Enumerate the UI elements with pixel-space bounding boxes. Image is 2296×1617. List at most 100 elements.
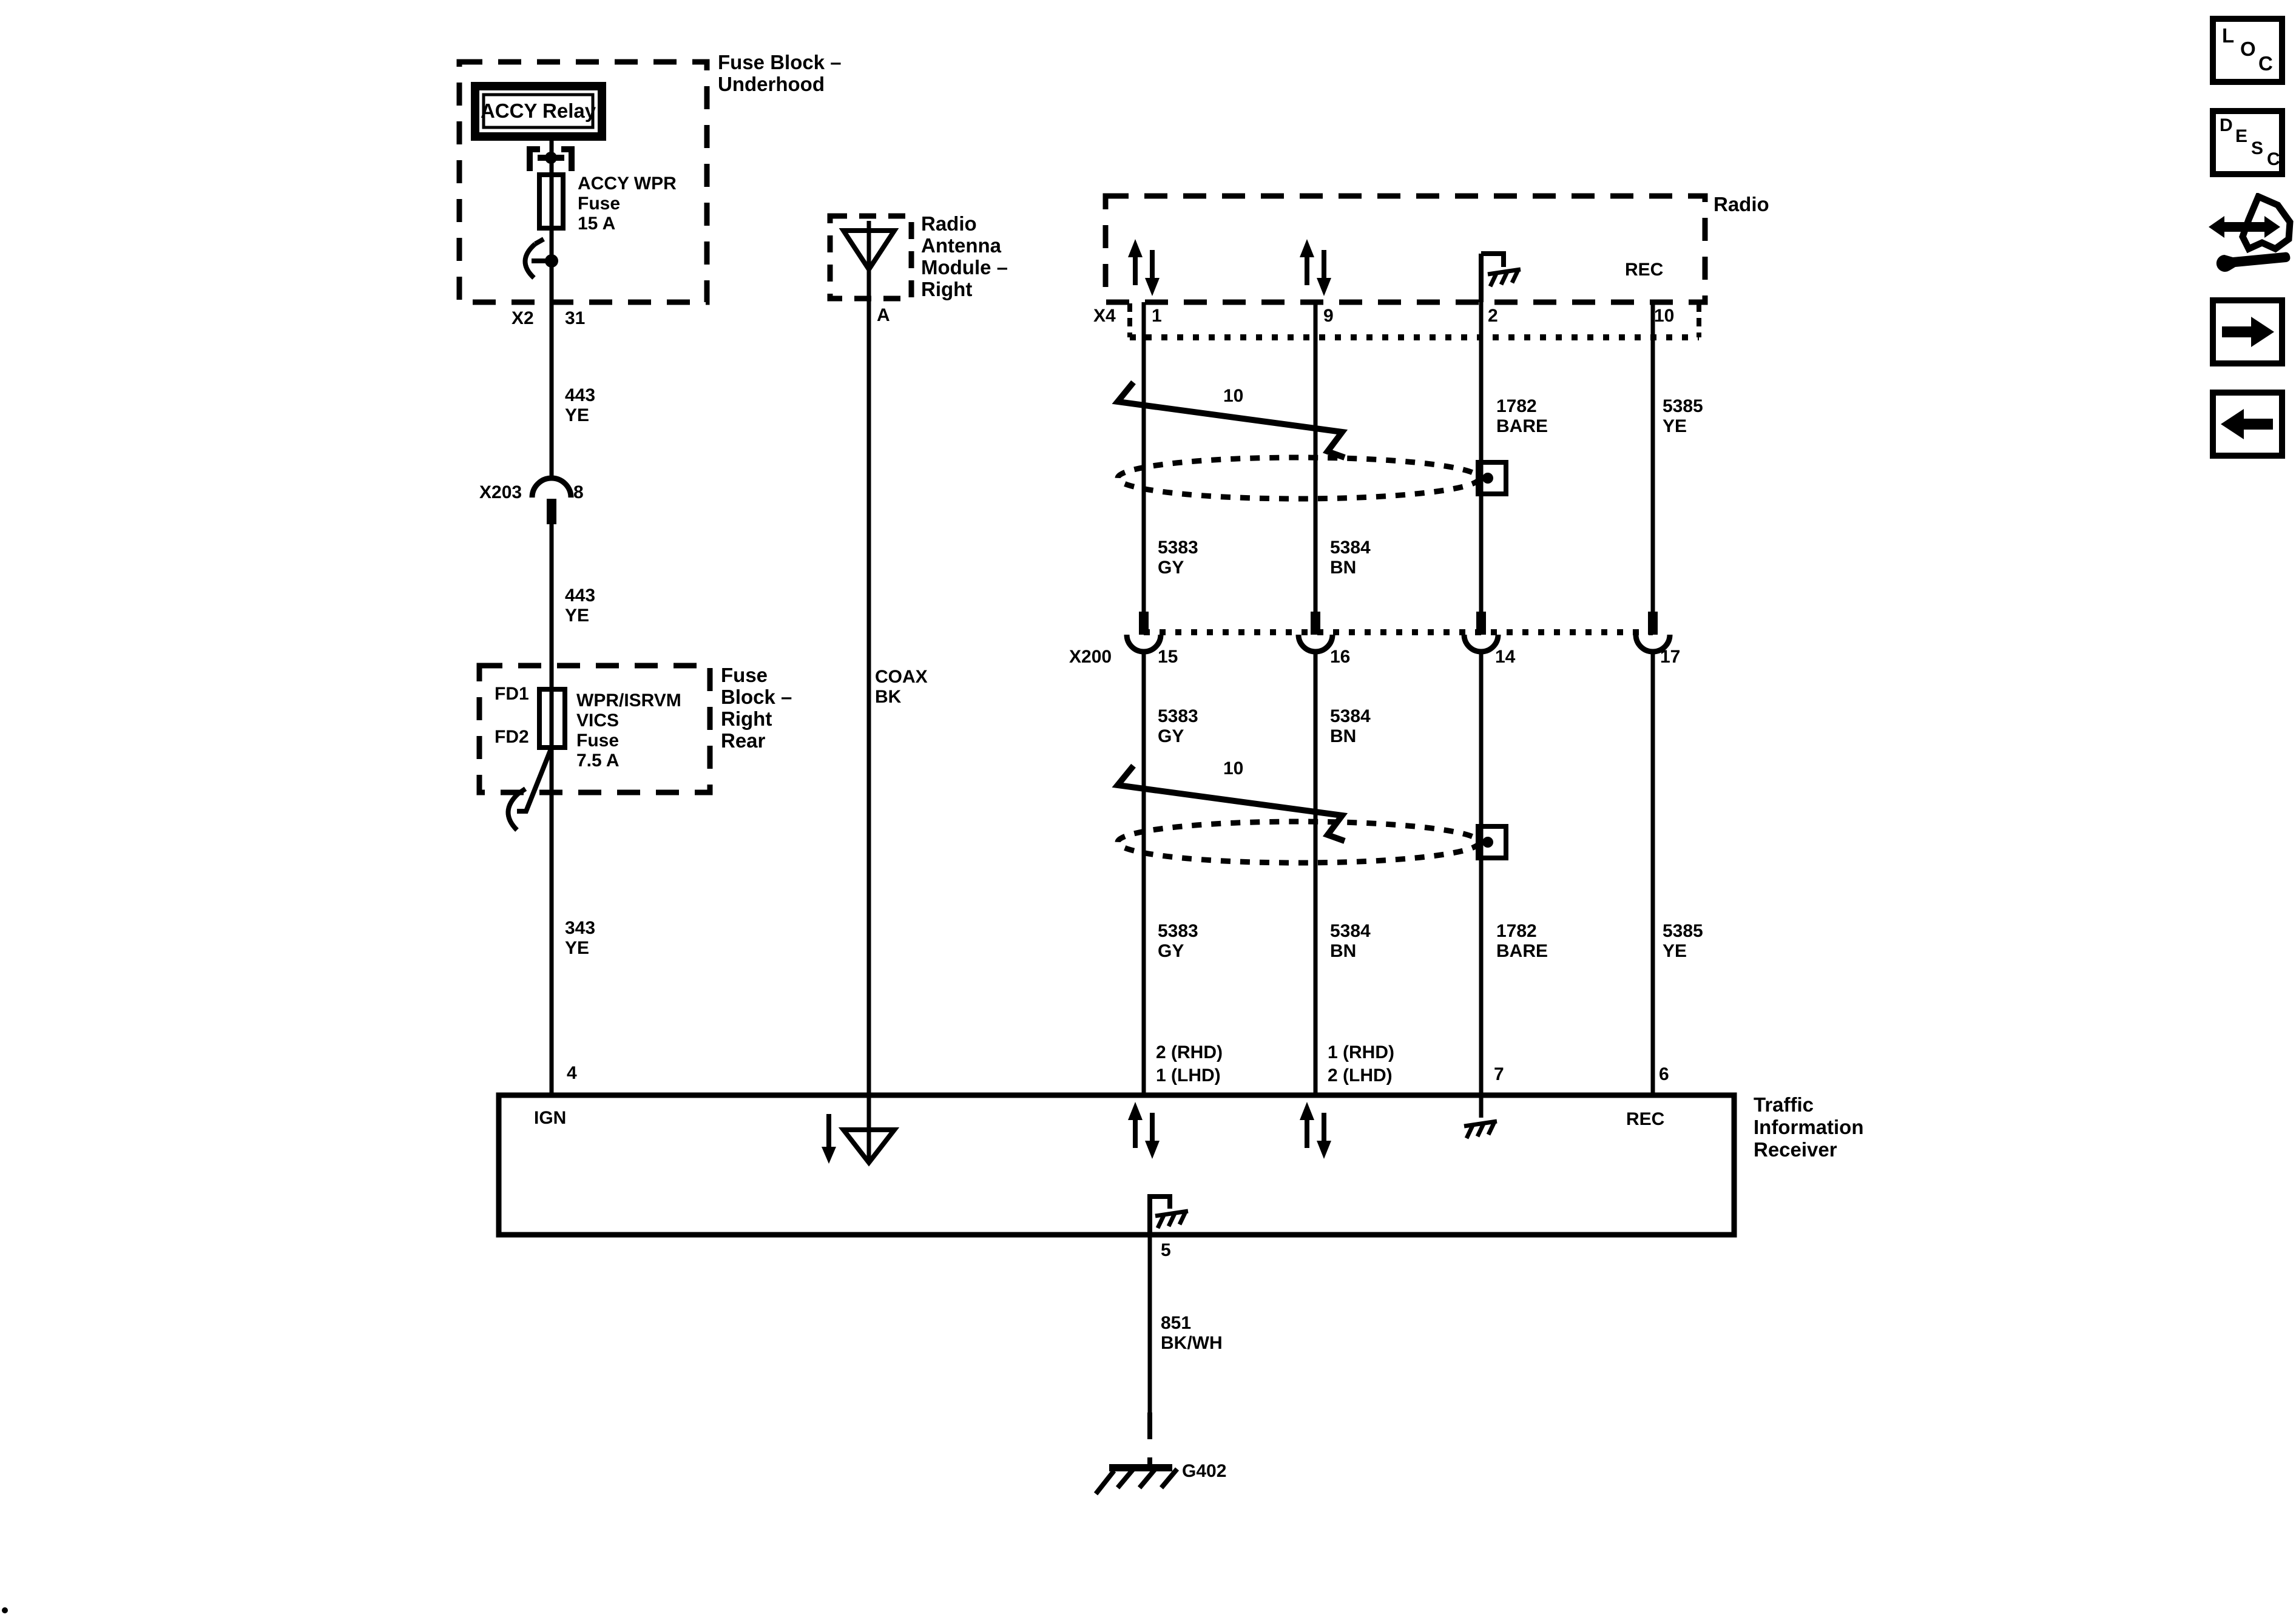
x4-connector-strip [1127,303,1701,340]
tir-rec-label: REC [1626,1109,1665,1129]
radio-pin-label: 2 [1488,306,1498,326]
wire-id-label: 443 [565,586,596,606]
wire-id-label: 1782 [1496,921,1537,941]
wire-color-label: GY [1158,726,1184,746]
tir-pin-label: 2 (RHD) [1156,1042,1223,1062]
switch-symbol-right-rear [505,746,554,832]
tir-pin-label: 2 (LHD) [1328,1065,1393,1085]
loc-letter: L [2222,24,2235,47]
tir-arrowheads [1128,1102,1331,1159]
wire-color-label: BK/WH [1161,1333,1223,1353]
wire-color-label: YE [565,938,590,958]
harness-wires [1141,302,1655,1095]
wire-id-label: 5383 [1158,706,1198,726]
x203-terminal [547,499,556,524]
traffic-information-receiver-box [496,1092,1737,1238]
pin-5-label: 5 [1161,1240,1171,1260]
wire-color-label: BARE [1496,416,1548,436]
fuse-word-label: Fuse [576,731,620,751]
wire-id-label: 5383 [1158,921,1198,941]
wire-color-label: GY [1158,941,1184,961]
ground-ref-label: G402 [1182,1461,1227,1481]
fbu-title-line2: Underhood [718,73,825,95]
connector-x2-label: X2 [512,308,534,328]
tir-pin-label: 6 [1659,1064,1669,1084]
wire-id-label: 5384 [1330,921,1371,941]
next-page-button[interactable] [2210,297,2285,366]
junction-dot [545,254,558,268]
wire-id-label: 5385 [1663,921,1703,941]
desc-letter: C [2267,149,2280,169]
wire-id-label: 5384 [1330,538,1371,558]
previous-page-button[interactable] [2210,390,2285,459]
fbrr-title-line2: Block – [721,686,792,708]
radio-bidirectional-arrows [1133,250,1326,285]
radio-ground-symbol [1479,251,1506,302]
page-mark-dot [2,1607,8,1613]
wire-id-label: 5383 [1158,538,1198,558]
fuse-name-label: WPR/ISRVM [576,690,681,711]
radio-rec-label: REC [1625,260,1664,280]
antenna-title-line2: Antenna [921,234,1001,257]
fbu-title-line1: Fuse Block – [718,51,842,73]
shield-symbol-bottom [1115,819,1482,866]
pin-31-label: 31 [565,308,586,328]
wire-id-label: 443 [565,385,596,405]
radio-box [1102,193,1708,305]
wire-id-label: 5385 [1663,396,1703,416]
tir-pin-label: 1 (LHD) [1156,1065,1221,1085]
g402-ground-icon [1093,1464,1180,1496]
fuse-rating-label: 15 A [578,214,616,234]
x200-pin-label: 17 [1660,647,1681,667]
x203-connector-symbol [529,475,574,498]
pin-8-label: 8 [573,482,584,502]
loc-button[interactable]: L O C [2210,16,2285,85]
left-arrow-icon [2221,409,2273,439]
right-arrow-icon [2222,317,2274,347]
wire-color-label: BN [1330,726,1357,746]
desc-button[interactable]: D E S C [2210,108,2285,177]
radio-pin-label: 9 [1323,306,1334,326]
tir-pin-label: 1 (RHD) [1328,1042,1394,1062]
repair-instructions-button[interactable] [2206,193,2296,278]
fbrr-title-line1: Fuse [721,664,768,686]
fuse-word-label: Fuse [578,194,621,214]
accy-wpr-fuse-symbol [537,172,566,231]
accy-relay-label: ACCY Relay [480,100,596,122]
accy-relay-outer [471,82,606,141]
desc-letter: E [2235,126,2248,146]
wire-color-label: BARE [1496,941,1548,961]
wire-id-label: 851 [1161,1313,1192,1333]
radio-arrowheads [1128,239,1331,296]
wire-color-label: YE [1663,941,1687,961]
loc-letter: C [2258,52,2273,75]
fbrr-title-line4: Rear [721,729,766,752]
fuse-name-label2: VICS [576,711,620,731]
wire-color-label: BN [1330,558,1357,578]
wire-color-label: BN [1330,941,1357,961]
desc-letter: S [2251,138,2264,158]
hand-wrench-icon [2209,193,2294,272]
accy-relay-inner [482,93,595,129]
tir-internal-ground [1147,1194,1172,1235]
wire-color-label: YE [565,606,590,626]
pin-4-label: 4 [567,1063,577,1083]
twist-count-label: 10 [1223,386,1244,406]
pin-a-label: A [877,305,890,325]
antenna-input-icon [838,1127,900,1167]
antenna-title-line1: Radio [921,212,977,235]
connector-x203-label: X203 [479,482,522,502]
connector-x4-label: X4 [1093,306,1116,326]
ign-label: IGN [534,1108,567,1128]
wire-id-label: 1782 [1496,396,1537,416]
desc-letter: D [2220,115,2233,135]
antenna-title-line4: Right [921,278,973,300]
fuse-name-label: ACCY WPR [578,174,677,194]
tir-title-line2: Information [1754,1116,1864,1138]
radio-title: Radio [1714,193,1769,215]
radio-pin-label: 10 [1654,306,1675,326]
tir-pin-label: 7 [1494,1064,1504,1084]
wire-id-label: 5384 [1330,706,1371,726]
